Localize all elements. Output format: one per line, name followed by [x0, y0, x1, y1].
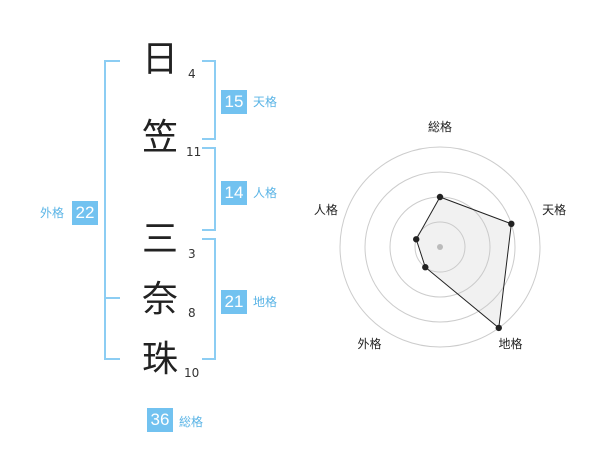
name-char-1: 日 — [141, 39, 178, 80]
radar-axis-label-3: 地格 — [499, 336, 523, 351]
tenkaku-bracket — [202, 60, 216, 140]
tenkaku-label: 天格 — [253, 95, 278, 109]
radar-point-4 — [422, 264, 429, 271]
stroke-count-1: 4 — [188, 67, 196, 81]
chikaku-value: 21 — [221, 290, 247, 314]
soukaku-label: 総格 — [179, 415, 204, 429]
radar-ring — [414, 221, 466, 273]
radar-axis-label-1: 総格 — [428, 119, 452, 134]
radar-center-dot — [437, 244, 443, 250]
name-char-3: 三 — [141, 219, 178, 260]
chikaku-bracket — [202, 238, 216, 360]
name-char-4: 奈 — [141, 279, 178, 320]
gaikaku-bracket-tick — [104, 297, 120, 299]
stroke-count-2: 11 — [186, 145, 202, 159]
radar-polygon — [415, 196, 512, 329]
name-char-5: 珠 — [141, 339, 178, 380]
radar-point-2 — [508, 220, 515, 228]
radar-point-5 — [413, 236, 420, 243]
stroke-count-3: 3 — [188, 247, 196, 261]
jinkaku-bracket — [202, 147, 216, 231]
tenkaku-value: 15 — [221, 90, 247, 114]
jinkaku-label: 人格 — [253, 186, 278, 200]
radar-ring — [339, 146, 541, 348]
radar-axis-label-4: 外格 — [357, 336, 381, 351]
radar-ring — [364, 171, 516, 323]
jinkaku-value: 14 — [221, 181, 247, 205]
gaikaku-bracket — [104, 60, 120, 360]
gaikaku-label: 外格 — [40, 206, 65, 220]
radar-point-1 — [436, 193, 444, 201]
radar-axis-label-5: 人格 — [314, 202, 338, 217]
gaikaku-value: 22 — [72, 201, 98, 225]
radar-point-3 — [495, 324, 502, 332]
chikaku-label: 地格 — [253, 295, 278, 309]
soukaku-value: 36 — [147, 408, 173, 432]
stroke-count-5: 10 — [184, 366, 200, 380]
radar-axis-label-2: 天格 — [542, 202, 566, 217]
name-char-2: 笠 — [141, 117, 178, 158]
stroke-count-4: 8 — [188, 306, 196, 320]
